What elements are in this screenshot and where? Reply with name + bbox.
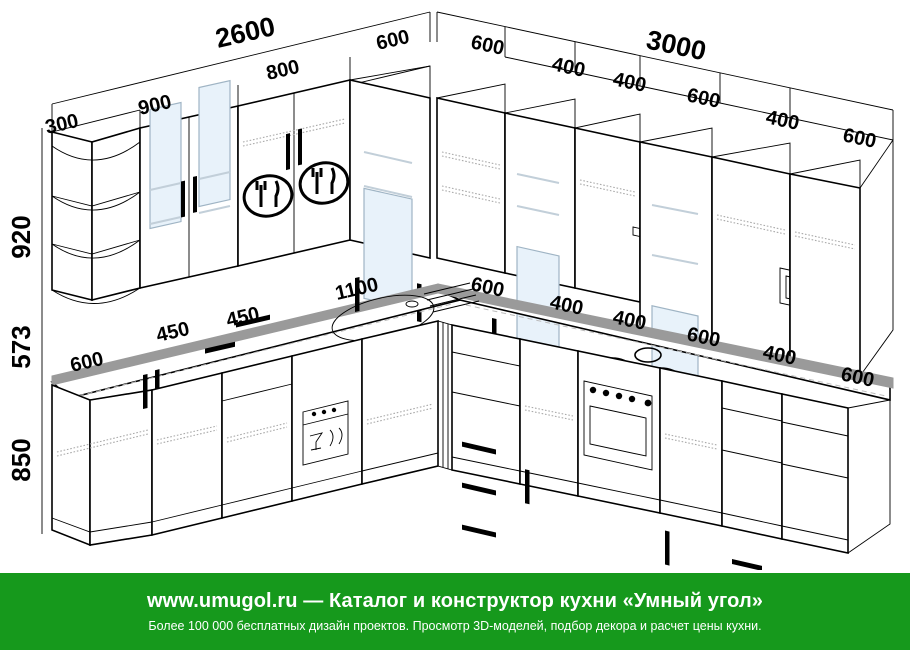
fork-knife-emblem-left xyxy=(242,174,294,218)
dim-600-corner: 600 xyxy=(374,26,411,55)
banner-subline: Более 100 000 бесплатных дизайн проектов… xyxy=(148,619,762,633)
base-oven-600[interactable] xyxy=(577,350,661,570)
dim-3000: 3000 xyxy=(644,25,709,67)
base-corner-cabinet[interactable] xyxy=(51,369,160,547)
upper-corner-cabinet-600[interactable] xyxy=(349,65,431,323)
dim-counter-450-a: 450 xyxy=(154,318,191,347)
dishwasher-icon xyxy=(302,400,349,466)
dim-920: 920 xyxy=(6,215,36,258)
fork-knife-emblem-right xyxy=(298,161,350,205)
promo-banner: www.umugol.ru — Каталог и конструктор ку… xyxy=(0,573,910,650)
upper-cabinet-600-right[interactable] xyxy=(436,83,506,357)
dim-600-r2: 600 xyxy=(685,84,722,112)
base-dishwasher-450[interactable] xyxy=(291,337,363,503)
base-corner-post xyxy=(437,320,453,471)
oven-icon xyxy=(583,380,653,471)
upper-corner-open-shelf[interactable] xyxy=(51,126,141,304)
dim-400-r2: 400 xyxy=(611,68,648,96)
dim-573: 573 xyxy=(6,325,36,368)
base-cabinet-400-right-a[interactable] xyxy=(519,338,579,505)
banner-headline: www.umugol.ru — Каталог и конструктор ку… xyxy=(147,590,763,612)
dim-600-r3: 600 xyxy=(841,124,878,152)
base-drawers-600-right-end[interactable] xyxy=(781,393,891,570)
dim-400-r1: 400 xyxy=(550,53,587,81)
dim-2600: 2600 xyxy=(213,11,278,54)
dim-600-r1: 600 xyxy=(469,31,506,59)
base-drawers-600[interactable] xyxy=(451,324,521,538)
base-cabinet-450-b[interactable] xyxy=(221,314,293,520)
dim-850: 850 xyxy=(6,438,36,481)
base-drawers-400-right[interactable] xyxy=(721,380,783,570)
dim-300: 300 xyxy=(43,110,80,139)
dim-800: 800 xyxy=(264,56,301,85)
base-sink-cabinet-1100[interactable] xyxy=(355,277,439,486)
dim-400-r3: 400 xyxy=(764,106,801,134)
upper-cabinet-800[interactable] xyxy=(237,78,352,268)
countertop xyxy=(50,283,894,402)
kitchen-isometric-diagram: .ln{fill:none;stroke:#000;stroke-width:1… xyxy=(6,11,894,570)
upper-cabinet-900[interactable] xyxy=(139,79,239,289)
base-cabinet-400-right-b[interactable] xyxy=(659,367,723,566)
